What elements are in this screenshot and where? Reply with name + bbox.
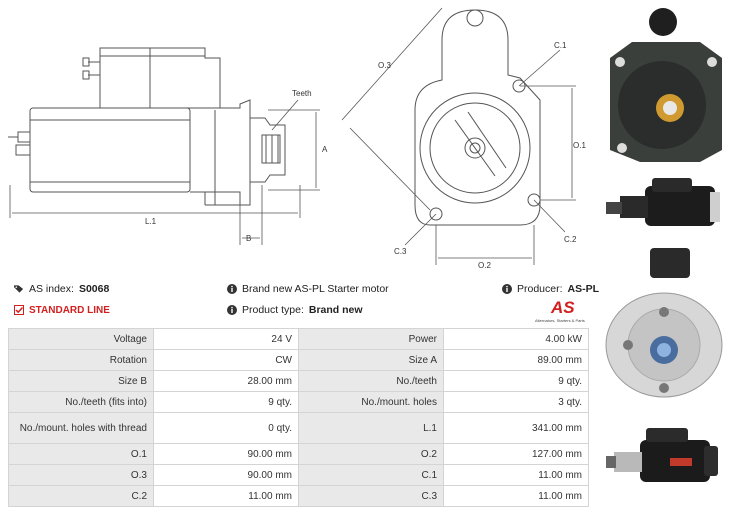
label-o3: O.3 xyxy=(378,61,391,70)
spec-key: C.1 xyxy=(298,464,444,486)
spec-key: Power xyxy=(298,328,444,350)
label-c3: C.3 xyxy=(394,247,407,256)
checkbox-icon xyxy=(14,305,24,315)
spec-value: 90.00 mm xyxy=(153,443,299,465)
photo-side-1 xyxy=(606,178,720,226)
photo-side-2 xyxy=(606,428,718,482)
spec-key: No./teeth xyxy=(298,370,444,392)
as-index-label: AS index: xyxy=(29,283,74,295)
spec-value: 11.00 mm xyxy=(153,485,299,507)
table-row: Rotation CW Size A 89.00 mm xyxy=(8,349,589,371)
spec-key: Rotation xyxy=(8,349,154,371)
spec-value: 89.00 mm xyxy=(443,349,589,371)
product-type: Product type: Brand new xyxy=(227,304,363,316)
svg-text:AS: AS xyxy=(550,298,575,317)
product-type-value: Brand new xyxy=(308,304,363,316)
label-c1: C.1 xyxy=(554,41,567,50)
specs-table: Voltage 24 V Power 4.00 kW Rotation CW S… xyxy=(8,328,589,507)
spec-key: C.2 xyxy=(8,485,154,507)
spec-value: 90.00 mm xyxy=(153,464,299,486)
spec-value: 127.00 mm xyxy=(443,443,589,465)
info-icon xyxy=(227,305,237,315)
spec-key: C.3 xyxy=(298,485,444,507)
spec-value: 3 qty. xyxy=(443,391,589,413)
spec-value: 28.00 mm xyxy=(153,370,299,392)
spec-key: No./mount. holes with thread xyxy=(8,412,154,444)
spec-value: 11.00 mm xyxy=(443,464,589,486)
svg-text:Alternators, Starters & Parts: Alternators, Starters & Parts xyxy=(535,318,585,323)
label-l1: L.1 xyxy=(145,217,157,226)
standard-line: STANDARD LINE xyxy=(14,305,110,316)
description: Brand new AS-PL Starter motor xyxy=(227,283,389,295)
description-text: Brand new AS-PL Starter motor xyxy=(242,283,389,295)
as-index: AS index: S0068 xyxy=(14,283,109,295)
tags-icon xyxy=(14,284,24,294)
label-c2: C.2 xyxy=(564,235,577,244)
spec-key: Size B xyxy=(8,370,154,392)
spec-value: CW xyxy=(153,349,299,371)
as-index-value: S0068 xyxy=(78,283,110,295)
spec-value: 24 V xyxy=(153,328,299,350)
info-icon xyxy=(502,284,512,294)
spec-value: 11.00 mm xyxy=(443,485,589,507)
table-row: Voltage 24 V Power 4.00 kW xyxy=(8,328,589,350)
label-teeth: Teeth xyxy=(292,89,312,98)
label-b: B xyxy=(246,234,251,243)
label-a: A xyxy=(322,145,328,154)
motor-body xyxy=(29,107,191,193)
photo-flange-front xyxy=(610,8,722,162)
mount-hole-top xyxy=(466,9,484,27)
table-row: Size B 28.00 mm No./teeth 9 qty. xyxy=(8,370,589,392)
producer-label: Producer: xyxy=(517,283,563,295)
info-row-2: STANDARD LINE Product type: Brand new xyxy=(14,302,596,318)
label-o1: O.1 xyxy=(573,141,586,150)
center-bore xyxy=(464,137,486,159)
spec-key: O.3 xyxy=(8,464,154,486)
producer: Producer: AS-PL xyxy=(502,283,599,295)
table-row: No./teeth (fits into) 9 qty. No./mount. … xyxy=(8,391,589,413)
product-type-label: Product type: xyxy=(242,304,304,316)
solenoid-outline xyxy=(99,47,221,109)
table-row: C.2 11.00 mm C.3 11.00 mm xyxy=(8,485,589,507)
label-o2: O.2 xyxy=(478,261,491,270)
product-photos xyxy=(605,8,723,482)
housing-circle xyxy=(419,92,531,204)
table-row: O.3 90.00 mm C.1 11.00 mm xyxy=(8,464,589,486)
spec-key: L.1 xyxy=(298,412,444,444)
table-row: No./mount. holes with thread 0 qty. L.1 … xyxy=(8,412,589,444)
spec-key: Size A xyxy=(298,349,444,371)
flange-outline xyxy=(190,99,251,206)
spec-value: 9 qty. xyxy=(443,370,589,392)
table-row: O.1 90.00 mm O.2 127.00 mm xyxy=(8,443,589,465)
photo-flange-silver xyxy=(605,248,723,398)
spec-value: 4.00 kW xyxy=(443,328,589,350)
spec-value: 9 qty. xyxy=(153,391,299,413)
spec-key: O.2 xyxy=(298,443,444,465)
spec-value: 0 qty. xyxy=(153,412,299,444)
spec-key: No./mount. holes xyxy=(298,391,444,413)
as-pl-logo: AS Alternators, Starters & Parts xyxy=(535,298,585,323)
info-row-1: AS index: S0068 Brand new AS-PL Starter … xyxy=(14,281,599,297)
spec-value: 341.00 mm xyxy=(443,412,589,444)
standard-line-label: STANDARD LINE xyxy=(29,304,110,316)
spec-key: No./teeth (fits into) xyxy=(8,391,154,413)
spec-key: Voltage xyxy=(8,328,154,350)
front-flange-outline xyxy=(414,9,541,226)
pinion-outline xyxy=(250,117,286,183)
producer-value: AS-PL xyxy=(567,283,600,295)
mount-hole-c3 xyxy=(429,207,443,221)
spec-key: O.1 xyxy=(8,443,154,465)
info-icon xyxy=(227,284,237,294)
technical-drawing: Teeth A L.1 B O.3 C.1 O.1 C.2 C.3 O.2 xyxy=(8,7,586,270)
